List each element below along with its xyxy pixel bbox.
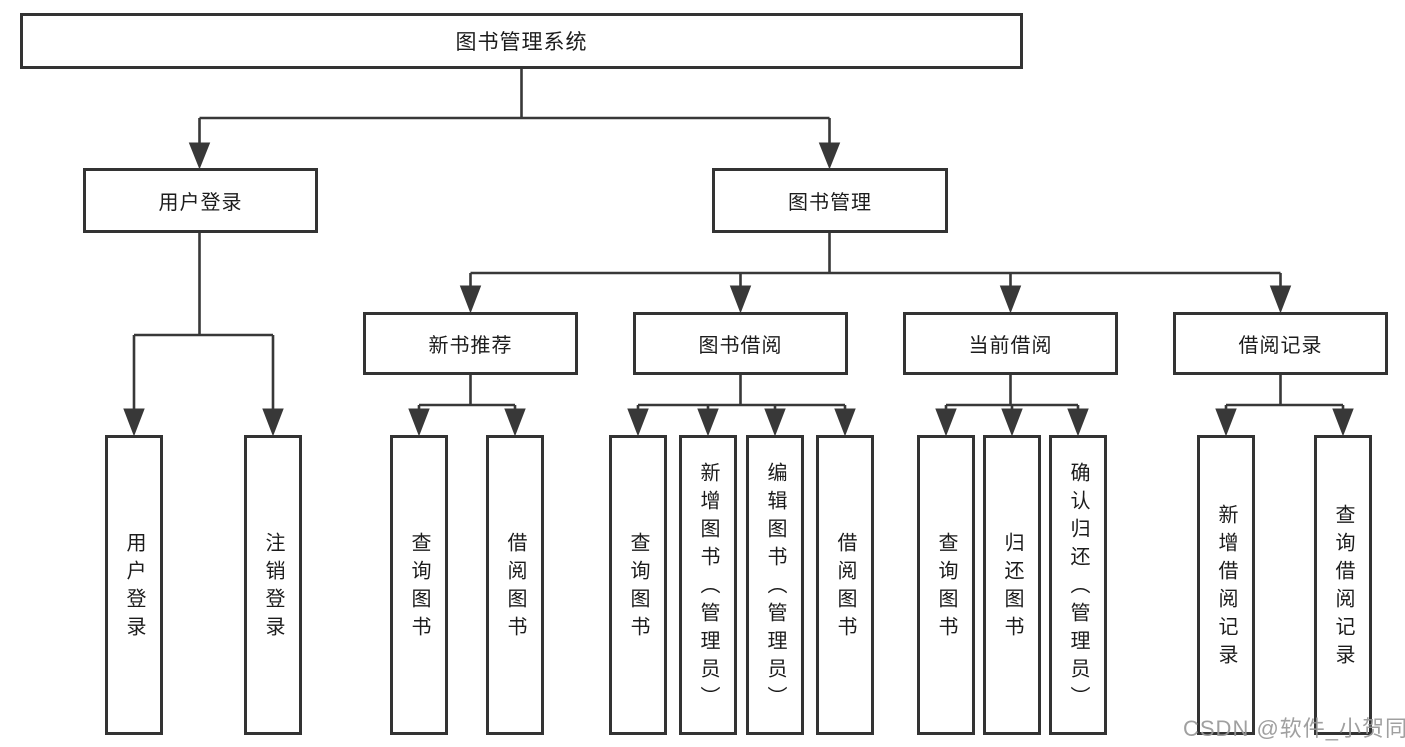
- connector-new-book-rec-to-leaves: [408, 375, 526, 437]
- connector-line: [944, 375, 1080, 412]
- leaf-borrow-books-rec: 借阅图书: [486, 435, 544, 735]
- connector-book-mgmt-to-level3: [459, 232, 1292, 314]
- leaf-add-borrow-record: 新增借阅记录: [1197, 435, 1255, 735]
- connector-borrow-records-to-leaves: [1215, 375, 1354, 437]
- leaf-logout: 注销登录: [244, 435, 302, 735]
- leaf-query-books-borrow: 查询图书: [609, 435, 667, 735]
- node-book-borrow: 图书借阅: [633, 312, 848, 375]
- leaf-user-login: 用户登录: [105, 435, 163, 735]
- leaf-query-books-rec: 查询图书: [390, 435, 448, 735]
- node-current-borrow: 当前借阅: [903, 312, 1118, 375]
- leaf-query-books-current: 查询图书: [917, 435, 975, 735]
- arrowhead-down-icon: [188, 142, 841, 170]
- leaf-borrow-books: 借阅图书: [816, 435, 874, 735]
- node-borrow-records: 借阅记录: [1173, 312, 1388, 375]
- connector-line: [198, 68, 831, 146]
- connector-root-to-level2: [188, 68, 841, 170]
- arrowhead-down-icon: [1215, 408, 1354, 437]
- node-root-system: 图书管理系统: [20, 13, 1023, 69]
- connector-line: [469, 232, 1282, 289]
- leaf-add-books-admin: 新增图书（管理员）: [679, 435, 737, 735]
- arrowhead-down-icon: [935, 408, 1089, 437]
- connector-current-borrow-to-leaves: [935, 375, 1089, 437]
- leaf-query-borrow-record: 查询借阅记录: [1314, 435, 1372, 735]
- leaf-edit-books-admin: 编辑图书（管理员）: [746, 435, 804, 735]
- arrowhead-down-icon: [123, 408, 284, 437]
- leaf-return-books: 归还图书: [983, 435, 1041, 735]
- arrowhead-down-icon: [408, 408, 526, 437]
- connector-line: [417, 375, 517, 412]
- node-book-management: 图书管理: [712, 168, 948, 233]
- connector-line: [1224, 375, 1345, 412]
- arrowhead-down-icon: [459, 285, 1292, 314]
- connector-book-borrow-to-leaves: [627, 375, 856, 437]
- connector-line: [132, 233, 275, 412]
- csdn-watermark: CSDN @软件_小贺同学: [1183, 716, 1405, 741]
- arrowhead-down-icon: [627, 408, 856, 437]
- node-new-book-recommend: 新书推荐: [363, 312, 578, 375]
- connector-line: [636, 375, 847, 412]
- connector-user-login-to-leaves: [123, 233, 284, 437]
- node-user-login: 用户登录: [83, 168, 318, 233]
- leaf-confirm-return-admin: 确认归还（管理员）: [1049, 435, 1107, 735]
